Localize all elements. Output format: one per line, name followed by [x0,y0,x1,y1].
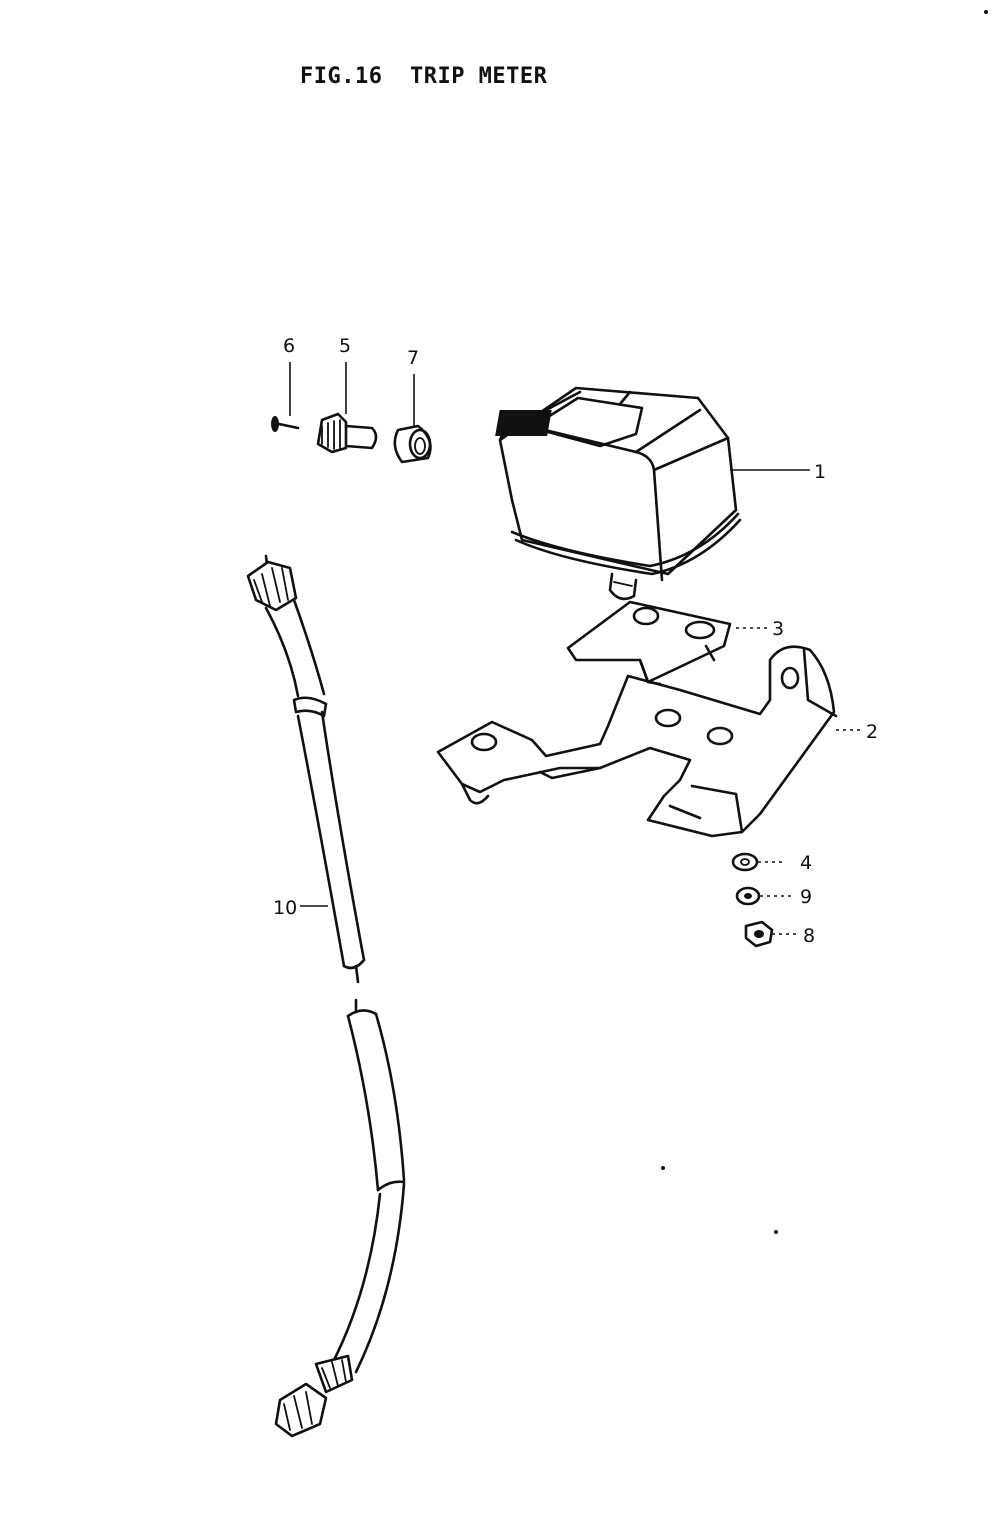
figure-title: FIG.16 TRIP METER [300,64,548,89]
part-6-screw [271,416,300,432]
callout-7: 7 [407,347,419,369]
scan-speck [984,10,988,14]
callout-1: 1 [814,461,826,483]
callout-10: 10 [273,897,297,919]
callout-6: 6 [283,335,295,357]
part-3-upper-bracket [566,600,732,686]
callout-2: 2 [866,721,878,743]
callout-4: 4 [800,852,812,874]
callout-5: 5 [339,335,351,357]
part-5-drive-gear [316,412,378,454]
part-8-nut [744,920,774,948]
part-2-main-bracket [436,645,838,838]
part-9-spring-washer [735,886,761,906]
part-7-bushing [393,424,432,464]
callout-8: 8 [803,925,815,947]
part-10-trip-meter-cable [246,554,406,1438]
part-4-washer [731,852,759,872]
part-1-trip-meter-housing [495,386,742,601]
scan-speck [661,1166,665,1170]
callout-9: 9 [800,886,812,908]
callout-3: 3 [772,618,784,640]
scan-speck [774,1230,778,1234]
